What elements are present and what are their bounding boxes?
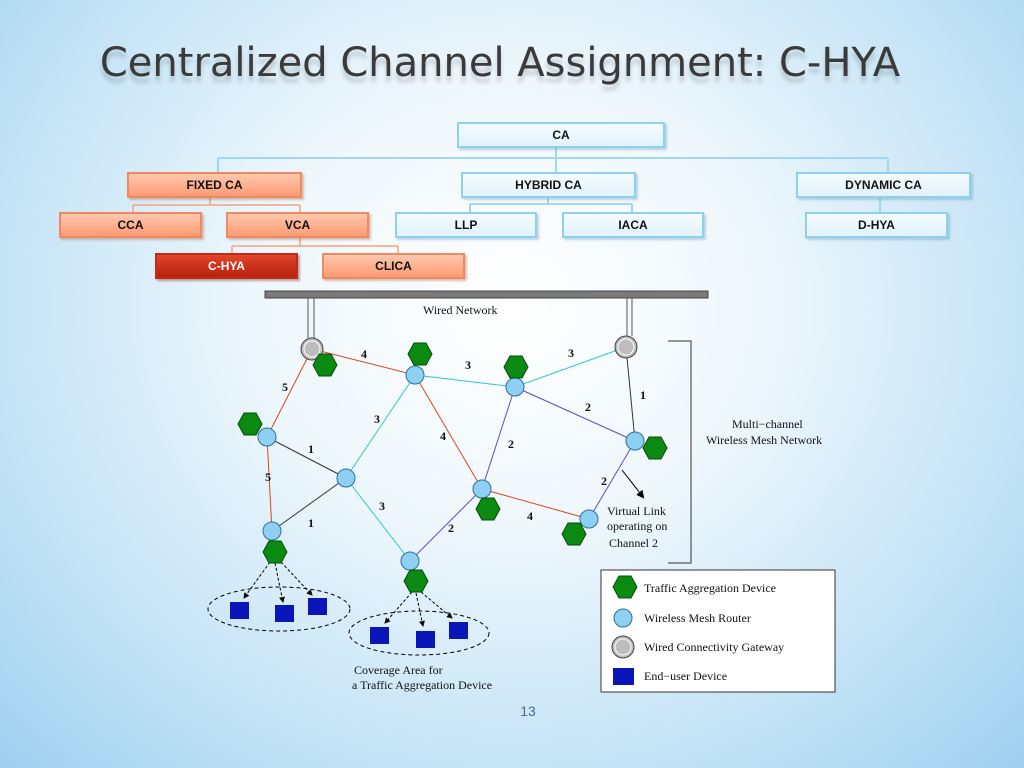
- channel-label: 5: [265, 470, 271, 484]
- channel-label: 2: [508, 437, 514, 451]
- coverage-label: a Traffic Aggregation Device: [352, 678, 492, 692]
- legend: Traffic Aggregation Device Wireless Mesh…: [600, 569, 836, 693]
- legend-gateway-label: Wired Connectivity Gateway: [644, 640, 784, 654]
- coverage-area-right: [348, 610, 490, 656]
- fixed-ca-node: FIXED CA: [127, 172, 302, 198]
- gateway-nodes: [300, 335, 638, 361]
- router-nodes: [257, 365, 645, 571]
- channel-label: 2: [601, 474, 607, 488]
- channel-label: 3: [568, 346, 574, 360]
- cca-node: CCA: [59, 212, 202, 238]
- legend-enduser-icon: [613, 668, 634, 685]
- virtual-link-label: Virtual Link: [607, 504, 666, 518]
- end-user-devices: [230, 598, 468, 648]
- traffic-aggregation-nodes: [237, 342, 668, 593]
- ca-root-node: CA: [457, 122, 665, 148]
- d-hya-node: D-HYA: [805, 212, 948, 238]
- channel-label: 2: [585, 400, 591, 414]
- channel-label: 1: [308, 442, 314, 456]
- mesh-network-label: Wireless Mesh Network: [706, 433, 822, 447]
- channel-label: 3: [379, 499, 385, 513]
- page-number: 13: [520, 703, 536, 719]
- coverage-area-left: [207, 586, 351, 632]
- channel-label: 3: [374, 412, 380, 426]
- legend-router-label: Wireless Mesh Router: [644, 611, 751, 625]
- coverage-label: Coverage Area for: [354, 663, 443, 677]
- channel-label: 4: [361, 347, 367, 361]
- llp-node: LLP: [395, 212, 537, 238]
- virtual-link-label: Channel 2: [609, 536, 658, 550]
- hybrid-ca-node: HYBRID CA: [461, 172, 636, 198]
- slide-title: Centralized Channel Assignment: C-HYA: [99, 40, 901, 86]
- channel-label: 3: [465, 358, 471, 372]
- legend-enduser-label: End−user Device: [644, 669, 727, 683]
- channel-label: 1: [640, 388, 646, 402]
- virtual-link-label: operating on: [607, 519, 667, 533]
- wired-network-bar: [264, 290, 709, 299]
- clica-node: CLICA: [322, 253, 465, 279]
- c-hya-node: C-HYA: [155, 253, 298, 279]
- legend-traffic-label: Traffic Aggregation Device: [644, 581, 776, 595]
- channel-label: 4: [527, 509, 533, 523]
- dynamic-ca-node: DYNAMIC CA: [796, 172, 971, 198]
- channel-label: 2: [448, 521, 454, 535]
- channel-label: 5: [282, 380, 288, 394]
- legend-traffic-icon: [612, 575, 638, 599]
- channel-label: 1: [308, 516, 314, 530]
- mesh-bracket: [668, 340, 692, 564]
- iaca-node: IACA: [562, 212, 704, 238]
- channel-label: 4: [440, 429, 446, 443]
- mesh-network-label: Multi−channel: [732, 417, 803, 431]
- wired-network-label: Wired Network: [423, 303, 498, 317]
- legend-router-icon: [613, 608, 633, 628]
- vca-node: VCA: [226, 212, 369, 238]
